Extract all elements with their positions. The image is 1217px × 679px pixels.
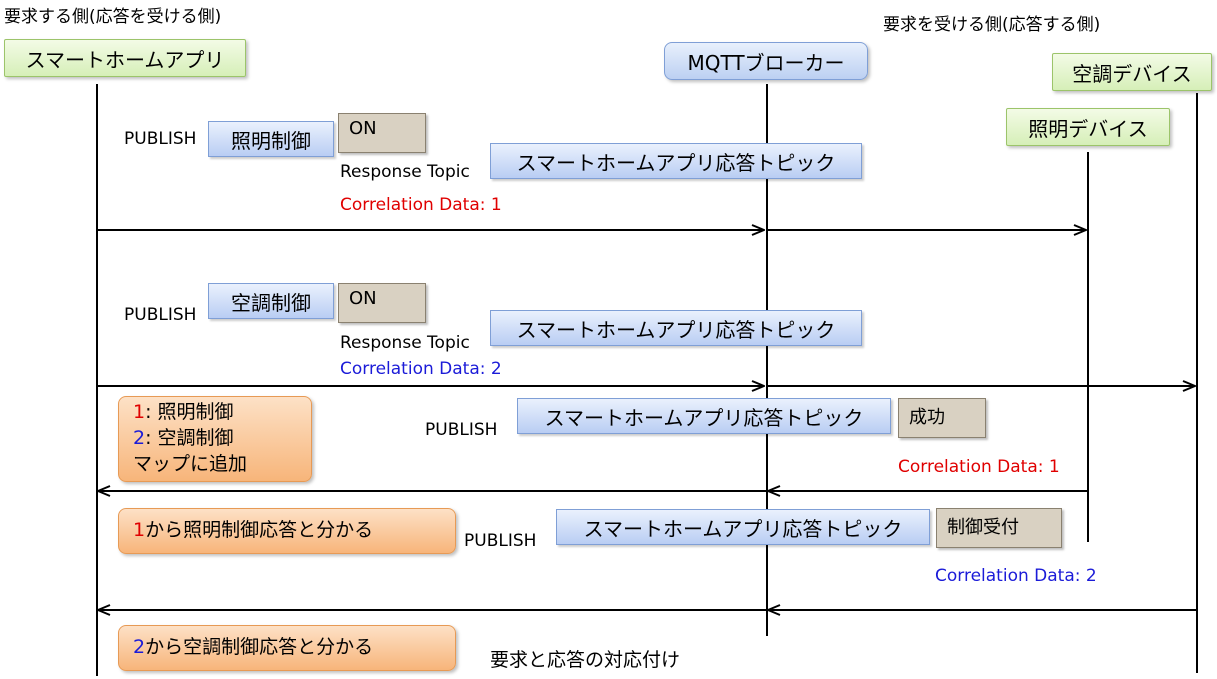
memo-response-1: 1から照明制御応答と分かる <box>118 508 456 554</box>
payload-success: 成功 <box>898 398 986 438</box>
requester-header: 要求する側(応答を受ける側) <box>4 7 222 27</box>
memo-map-text-2: : 空調制御 <box>145 427 234 449</box>
correlation-data-response-2: Correlation Data: 2 <box>935 566 1097 586</box>
payload-on-2: ON <box>338 283 426 323</box>
light-lifeline <box>1087 152 1089 542</box>
memo-response-2: 2から空調制御応答と分かる <box>118 625 456 671</box>
response-topic-label-1: Response Topic <box>340 162 470 182</box>
ac-lifeline <box>1196 93 1198 673</box>
response-topic-1: スマートホームアプリ応答トピック <box>490 143 862 179</box>
memo-map-text-1: : 照明制御 <box>145 401 234 423</box>
correlation-data-2: Correlation Data: 2 <box>340 359 502 379</box>
response-topic-2: スマートホームアプリ応答トピック <box>490 310 862 346</box>
actor-smart-home-app: スマートホームアプリ <box>4 39 246 77</box>
memo-resp1-text: から照明制御応答と分かる <box>145 519 374 541</box>
response-topic-publish-2: スマートホームアプリ応答トピック <box>556 509 930 545</box>
broker-lifeline <box>766 84 768 636</box>
correlation-data-response-1: Correlation Data: 1 <box>898 457 1060 477</box>
topic-ac-control: 空調制御 <box>208 283 334 319</box>
publish-label-2: PUBLISH <box>124 305 197 325</box>
memo-map-text-3: マップに追加 <box>133 453 248 475</box>
memo-map-num-2: 2 <box>133 427 146 449</box>
response-topic-publish-1: スマートホームアプリ応答トピック <box>517 398 891 434</box>
payload-accepted: 制御受付 <box>936 508 1062 548</box>
response-topic-label-2: Response Topic <box>340 333 470 353</box>
memo-resp2-num: 2 <box>133 636 146 658</box>
actor-light-device: 照明デバイス <box>1006 108 1170 146</box>
memo-resp1-num: 1 <box>133 519 146 541</box>
responder-header: 要求を受ける側(応答する側) <box>883 15 1101 35</box>
memo-correlation-map: 1: 照明制御 2: 空調制御 マップに追加 <box>118 396 312 482</box>
payload-on-1: ON <box>338 113 426 153</box>
topic-light-control: 照明制御 <box>208 121 334 157</box>
app-lifeline <box>96 84 98 676</box>
diagram-caption: 要求と応答の対応付け <box>490 649 681 671</box>
publish-label-3: PUBLISH <box>425 420 498 440</box>
actor-ac-device: 空調デバイス <box>1052 53 1212 91</box>
memo-resp2-text: から空調制御応答と分かる <box>145 636 374 658</box>
actor-mqtt-broker: MQTTブローカー <box>664 42 868 80</box>
publish-label-4: PUBLISH <box>464 531 537 551</box>
publish-label-1: PUBLISH <box>124 129 197 149</box>
memo-map-num-1: 1 <box>133 401 146 423</box>
correlation-data-1: Correlation Data: 1 <box>340 195 502 215</box>
